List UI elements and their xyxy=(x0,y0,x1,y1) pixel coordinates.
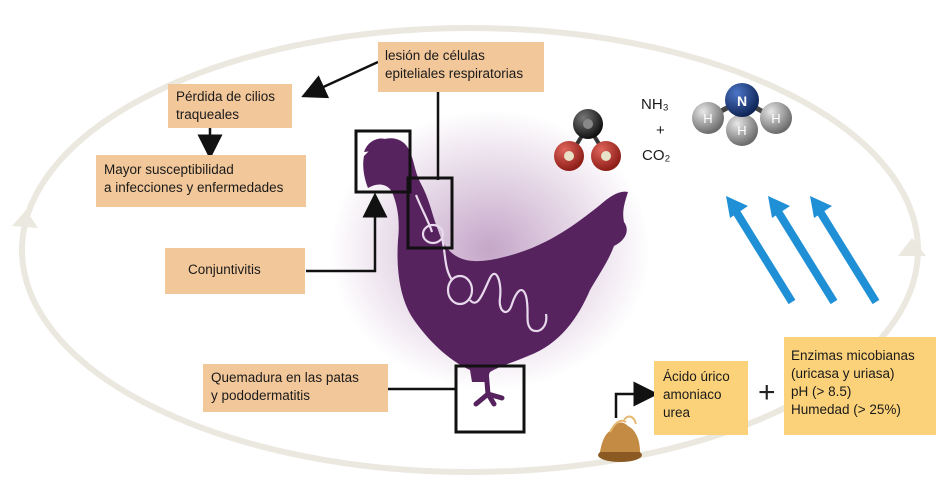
hen-feet-icon xyxy=(473,367,505,407)
footburn-line-1: Quemadura en las patas xyxy=(211,370,359,385)
feet-focus-frame xyxy=(454,364,526,434)
uric-line-3: urea xyxy=(663,405,691,420)
trachea-focus-frame xyxy=(406,176,454,250)
chem-plus: + xyxy=(656,122,665,139)
susceptibility-label: Mayor susceptibilidad a infecciones y en… xyxy=(96,155,306,207)
footburn-line-2: y pododermatitis xyxy=(211,388,311,403)
cycle-ring-icon xyxy=(12,25,926,475)
enzymes-line-1: Enzimas micobianas xyxy=(791,348,915,363)
cycle-arrowhead-left-icon xyxy=(12,210,38,228)
enzymes-line-2: (uricasa y uriasa) xyxy=(791,366,895,381)
cilia-line-2: traqueales xyxy=(176,107,240,122)
microbial-enzymes-label: Enzimas micobianas (uricasa y uriasa) pH… xyxy=(784,337,936,435)
head-focus-frame xyxy=(354,129,412,194)
arrow-conjunctivitis-to-head xyxy=(306,192,388,273)
uric-line-1: Ácido úrico xyxy=(663,369,730,384)
arrow-to-cilia xyxy=(301,60,379,99)
upward-arrows-icon xyxy=(726,196,880,305)
susceptibility-line-1: Mayor susceptibilidad xyxy=(104,162,234,177)
conjunctivitis-text: Conjuntivitis xyxy=(188,262,261,277)
nh3-molecule-icon xyxy=(692,83,792,146)
footburn-label: Quemadura en las patas y pododermatitis xyxy=(203,364,388,412)
cilia-loss-label: Pérdida de cilios traqueales xyxy=(168,84,292,128)
manure-pile-icon xyxy=(598,415,642,462)
epithelial-lesion-label: lesión de células epiteliales respirator… xyxy=(378,42,544,92)
co2-molecule-icon xyxy=(554,109,621,171)
susceptibility-line-2: a infecciones y enfermedades xyxy=(104,180,284,195)
h-atom-label: H xyxy=(737,123,746,138)
nh3-formula: NH₃ xyxy=(641,96,669,113)
cycle-arrowhead-right-icon xyxy=(898,238,926,256)
n-atom-label: N xyxy=(737,93,747,109)
co2-formula: CO₂ xyxy=(642,147,671,164)
arrow-manure-to-uric xyxy=(614,381,659,418)
h-atom-label: H xyxy=(771,111,780,126)
epithelial-line-1: lesión de células xyxy=(385,48,485,63)
uric-line-2: amoniaco xyxy=(663,387,722,402)
uric-acid-label: Ácido úrico amoniaco urea xyxy=(654,361,748,435)
plus-sign: + xyxy=(758,376,776,409)
epithelial-line-2: epiteliales respiratorias xyxy=(385,66,524,81)
enzymes-line-3: pH (> 8.5) xyxy=(791,384,852,399)
enzymes-line-4: Humedad (> 25%) xyxy=(791,402,901,417)
conjunctivitis-label: Conjuntivitis xyxy=(165,248,305,294)
h-atom-label: H xyxy=(703,111,712,126)
cilia-line-1: Pérdida de cilios xyxy=(176,89,276,104)
